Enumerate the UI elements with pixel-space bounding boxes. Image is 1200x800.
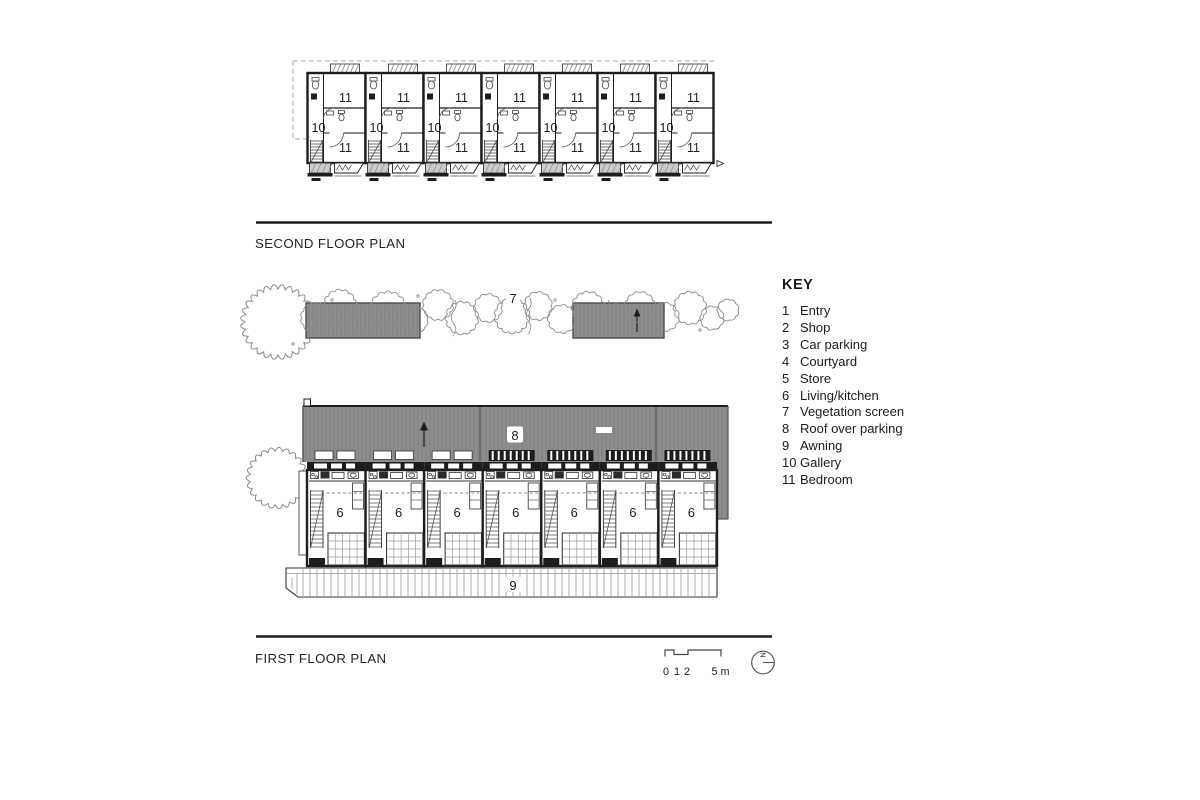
svg-text:6: 6 [571, 505, 578, 520]
key-item: 7 Vegetation screen [782, 404, 904, 421]
scale-tick-2: 2 [684, 666, 690, 678]
svg-text:6: 6 [395, 505, 402, 520]
second-floor-unit: 11 10 11 [596, 63, 657, 181]
key-item-label: Shop [800, 319, 831, 335]
svg-text:11: 11 [397, 141, 410, 155]
key-item-num: 6 [782, 387, 790, 403]
key-item-label: Roof over parking [800, 421, 903, 437]
key-item-num: 3 [782, 336, 790, 352]
key-item: 5 Store [782, 371, 904, 388]
first-floor-unit: 6 [305, 462, 367, 568]
svg-text:10: 10 [428, 121, 442, 135]
svg-text:6: 6 [688, 505, 695, 520]
first-floor-unit: 6 [540, 462, 602, 568]
second-floor-unit: 11 10 11 [480, 63, 541, 181]
svg-text:11: 11 [513, 141, 526, 155]
vegetation-screen-label: 7 [509, 291, 516, 306]
svg-text:11: 11 [687, 91, 700, 105]
first-floor-unit: 6 [422, 462, 484, 568]
svg-text:11: 11 [513, 91, 526, 105]
second-floor-unit: 11 10 11 [538, 63, 599, 181]
scale-end-label: 5 m [712, 666, 730, 678]
key-item: 1 Entry [782, 303, 904, 320]
svg-text:11: 11 [397, 91, 410, 105]
key-item-num: 4 [782, 353, 790, 369]
north-arrow-icon: N [751, 650, 775, 675]
key-item-label: Vegetation screen [800, 404, 905, 420]
north-letter: N [759, 652, 768, 657]
key-item: 2 Shop [782, 320, 904, 337]
label-backing [506, 291, 520, 304]
svg-text:10: 10 [544, 121, 558, 135]
second-floor-unit: 11 10 11 [306, 63, 367, 181]
second-floor-unit: 11 10 11 [654, 63, 715, 181]
svg-text:11: 11 [339, 91, 352, 105]
key-item-label: Entry [800, 303, 831, 318]
key-item-num: 11 [782, 472, 796, 488]
scale-tick-0: 0 [663, 666, 669, 678]
vegetation-screen [240, 284, 740, 510]
key-item-num: 2 [782, 319, 790, 335]
label-backing [505, 577, 521, 592]
awning [285, 567, 718, 598]
second-floor-title: SECOND FLOOR PLAN [255, 236, 406, 251]
first-floor-unit: 6 [364, 462, 426, 568]
svg-text:11: 11 [571, 141, 584, 155]
svg-text:11: 11 [687, 141, 700, 155]
key-item-label: Gallery [800, 455, 842, 471]
key-item-num: 10 [782, 455, 797, 471]
key-item: 3 Car parking [782, 337, 904, 354]
key-item-label: Awning [800, 438, 843, 454]
first-floor-units: 6 6 6 6 6 6 6 [298, 462, 719, 568]
key-item-label: Store [800, 370, 832, 386]
svg-text:10: 10 [486, 121, 500, 135]
first-floor-unit: 6 [481, 462, 543, 568]
label-backing [507, 426, 523, 443]
first-floor-unit: 6 [657, 462, 719, 568]
svg-text:11: 11 [455, 141, 468, 155]
key-item-label: Living/kitchen [800, 387, 879, 403]
plan-labels: 7 8 9 [505, 289, 523, 593]
key-item: 9 Awning [782, 438, 904, 455]
key-item-num: 9 [782, 438, 790, 454]
svg-text:10: 10 [312, 121, 326, 135]
key-item: 11 Bedroom [782, 472, 904, 489]
svg-text:6: 6 [336, 505, 343, 520]
scale-tick-1: 1 [674, 666, 680, 678]
svg-text:11: 11 [455, 91, 468, 105]
key-item-label: Car parking [800, 336, 868, 352]
key-item-num: 8 [782, 421, 790, 437]
key-item-label: Bedroom [800, 472, 853, 488]
svg-text:6: 6 [629, 505, 636, 520]
second-floor-unit: 11 10 11 [364, 63, 425, 181]
svg-text:11: 11 [629, 141, 642, 155]
key-item: 8 Roof over parking [782, 421, 904, 438]
svg-text:11: 11 [339, 141, 352, 155]
key-heading: KEY [782, 277, 814, 293]
svg-text:10: 10 [660, 121, 674, 135]
key-item-num: 5 [782, 370, 790, 386]
key-item: 4 Courtyard [782, 354, 904, 371]
svg-text:6: 6 [512, 505, 519, 520]
first-floor-unit: 6 [598, 462, 660, 568]
second-floor-unit: 11 10 11 [422, 63, 483, 181]
key-item: 6 Living/kitchen [782, 388, 904, 405]
scale-bar-profile [664, 649, 722, 657]
key-item-num: 7 [782, 404, 790, 420]
svg-text:10: 10 [602, 121, 616, 135]
key-item-num: 1 [782, 303, 790, 318]
key-item-label: Courtyard [800, 353, 858, 369]
svg-text:11: 11 [571, 91, 584, 105]
scale-bar: 0 1 2 5 m [663, 649, 730, 678]
svg-text:6: 6 [454, 505, 461, 520]
svg-text:11: 11 [629, 91, 642, 105]
key-panel: KEY 1 Entry 2 Shop 3 Car parking 4 Court… [782, 277, 904, 489]
second-floor-plan: 11 10 11 11 10 11 11 10 11 11 10 11 11 10 11 11 10 11 11 10… [292, 60, 725, 181]
key-item: 10 Gallery [782, 455, 904, 472]
svg-text:10: 10 [370, 121, 384, 135]
awning-label: 9 [509, 578, 516, 593]
roof-over-parking-label: 8 [511, 428, 518, 443]
first-floor-title: FIRST FLOOR PLAN [255, 651, 387, 666]
